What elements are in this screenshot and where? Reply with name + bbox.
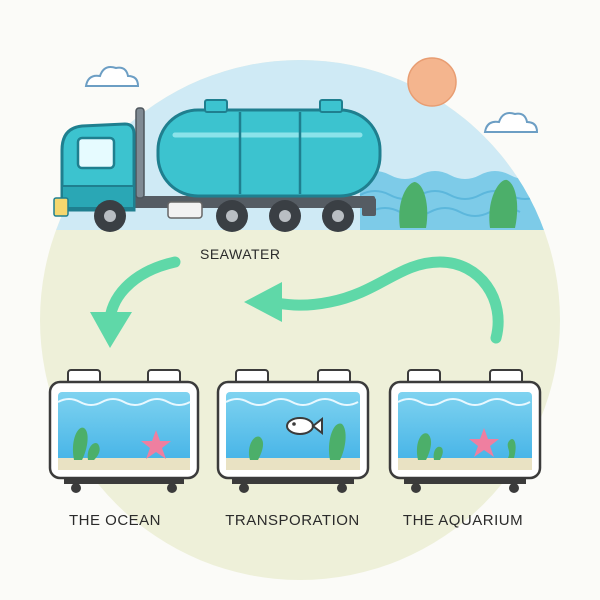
seawater-label: SEAWATER	[200, 246, 281, 262]
arrow-truck-to-ocean	[90, 256, 181, 348]
tank-label-transportation: TRANSPORATION	[225, 512, 360, 529]
tank-label-ocean: THE OCEAN	[68, 512, 161, 529]
truck-tank	[156, 108, 382, 198]
fish-icon	[286, 416, 323, 436]
starfish-icon	[141, 430, 171, 459]
truck-wheels	[94, 200, 354, 232]
bush-left	[399, 182, 428, 228]
tank-transportation	[216, 369, 370, 493]
arrow-aquarium-to-transport	[244, 256, 504, 344]
tank-aquarium	[388, 369, 542, 493]
tank-label-aquarium: THE AQUARIUM	[402, 512, 524, 529]
starfish-icon	[469, 428, 499, 457]
cloud-icon-right	[483, 112, 539, 133]
tank-ocean	[48, 369, 200, 493]
tanker-truck	[53, 99, 382, 232]
cloud-icon-left	[84, 66, 140, 87]
sun-icon	[407, 57, 457, 107]
bush-right	[489, 179, 518, 228]
sea-waves	[359, 171, 560, 230]
